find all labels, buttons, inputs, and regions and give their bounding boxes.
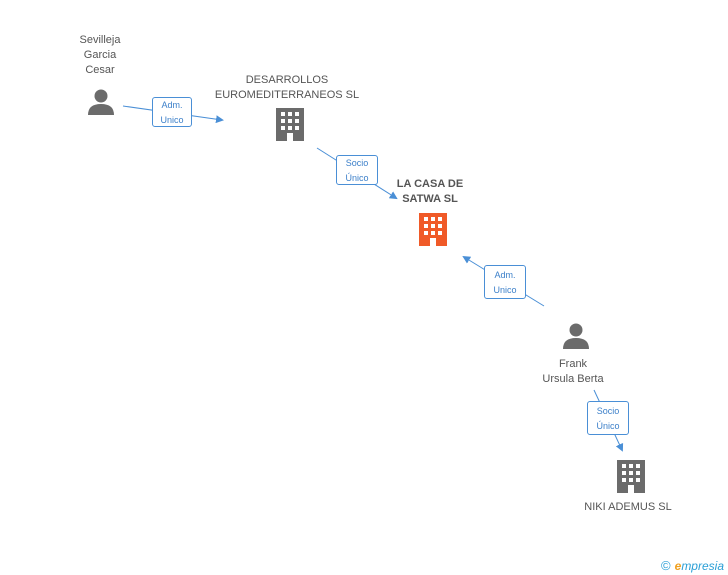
relation-badge[interactable]: Adm. Unico — [484, 265, 526, 299]
brand-e: e — [674, 559, 682, 573]
relation-line1: Adm. — [161, 100, 183, 110]
empresia-logo[interactable]: ©empresia — [661, 558, 724, 573]
relation-badge[interactable]: Socio Único — [587, 401, 629, 435]
building-icon[interactable] — [276, 108, 304, 141]
node-label-desarrollos[interactable]: DESARROLLOS EUROMEDITERRANEOS SL — [214, 74, 360, 101]
relation-line2: Unico — [160, 115, 184, 125]
node-label-casa-satwa[interactable]: LA CASA DE SATWA SL — [396, 178, 464, 205]
relation-line1: Socio — [596, 406, 620, 416]
relation-line1: Adm. — [494, 270, 516, 280]
building-icon[interactable] — [617, 460, 645, 493]
relation-badge[interactable]: Adm. Unico — [152, 97, 192, 127]
relation-badge[interactable]: Socio Único — [336, 155, 378, 185]
node-label-sevilleja[interactable]: Sevilleja Garcia Cesar — [79, 34, 121, 76]
relation-line2: Único — [345, 173, 369, 183]
relation-line1: Socio — [345, 158, 369, 168]
relation-line2: Único — [596, 421, 620, 431]
person-icon[interactable] — [88, 89, 114, 116]
copyright-icon: © — [661, 558, 671, 573]
relation-line2: Unico — [493, 285, 517, 295]
node-label-niki[interactable]: NIKI ADEMUS SL — [584, 501, 672, 513]
person-icon[interactable] — [563, 323, 589, 350]
node-label-frank[interactable]: Frank Ursula Berta — [542, 358, 604, 385]
brand-name: mpresia — [681, 559, 724, 573]
building-icon-focus[interactable] — [419, 213, 447, 246]
